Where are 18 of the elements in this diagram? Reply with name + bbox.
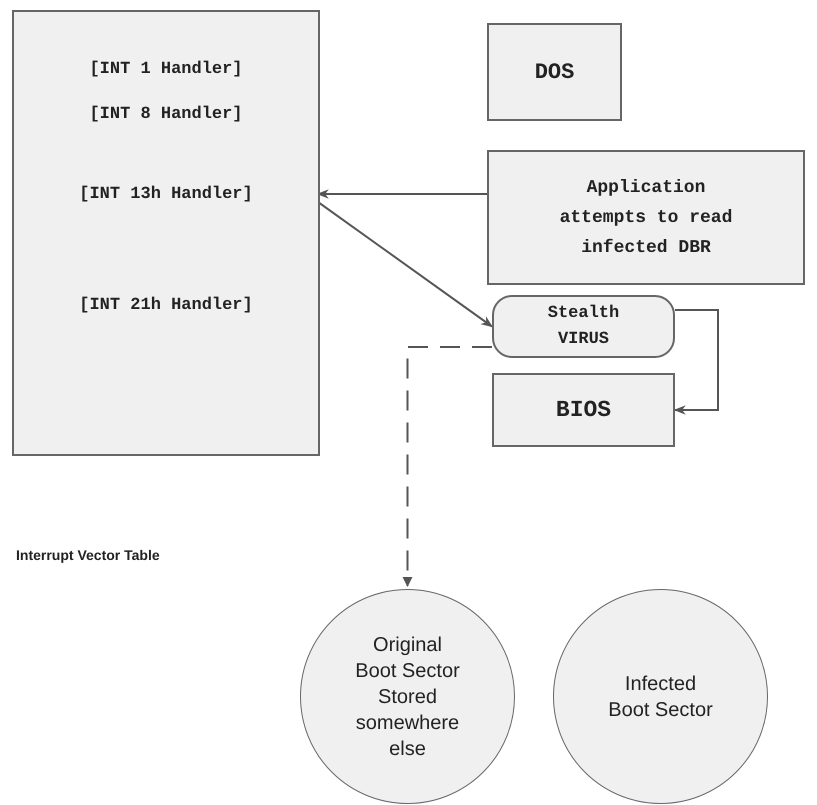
node-label: Infected Boot Sector bbox=[607, 672, 714, 722]
node-label: [INT 8 Handler] bbox=[89, 104, 243, 124]
rounded-box bbox=[492, 295, 675, 358]
node-label: Stealth VIRUS bbox=[546, 302, 620, 350]
node-label: Original Boot Sector Stored somewhere else bbox=[354, 632, 461, 762]
process-box bbox=[487, 150, 805, 285]
arrow bbox=[674, 309, 719, 415]
node-label: Application attempts to read infected DBR bbox=[558, 176, 734, 260]
node-label: [INT 21h Handler] bbox=[79, 296, 253, 314]
node-label: [INT 13h Handler] bbox=[79, 184, 253, 204]
table-box bbox=[12, 10, 320, 456]
arrow bbox=[402, 346, 492, 587]
node-label: BIOS bbox=[556, 397, 612, 423]
node-label: [INT 1 Handler] bbox=[89, 60, 243, 78]
table-caption: Interrupt Vector Table bbox=[16, 547, 160, 563]
node-label: DOS bbox=[534, 60, 574, 84]
process-box bbox=[487, 23, 622, 121]
process-box bbox=[492, 373, 675, 447]
